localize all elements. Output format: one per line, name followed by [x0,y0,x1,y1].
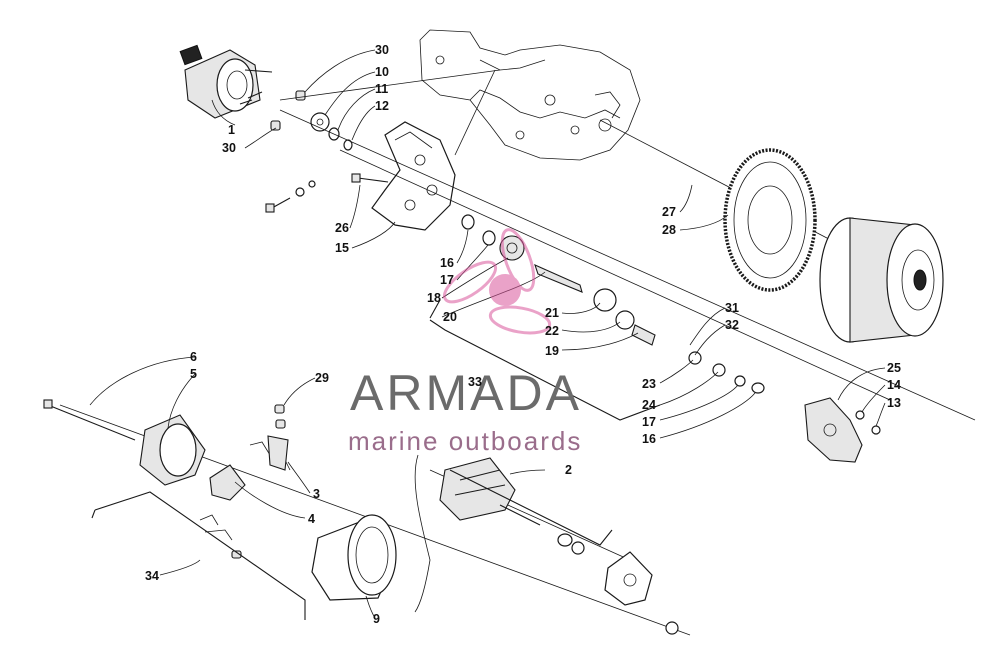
callout-31: 31 [725,301,739,315]
callout-30-top: 30 [375,43,389,57]
mounting-bracket [371,121,456,231]
callout-32: 32 [725,318,739,332]
propeller-blade-3 [488,305,552,335]
callout-21: 21 [545,306,559,320]
clutch-drum [819,217,944,343]
callout-16-lower: 16 [642,432,656,446]
callout-25: 25 [887,361,901,375]
callout-5: 5 [190,367,197,381]
callout-labels: 30 10 11 12 1 30 26 15 16 17 18 20 21 22… [145,43,901,626]
callout-34: 34 [145,569,159,583]
callout-17-upper: 17 [440,273,454,287]
callout-9: 9 [373,612,380,626]
group-brackets [91,299,661,620]
watermark-tagline: marine outboards [348,426,582,456]
callout-6: 6 [190,350,197,364]
callout-22: 22 [545,324,559,338]
callout-15: 15 [335,241,349,255]
watermark-brand-name: ARMADA [350,365,582,421]
callout-17-lower: 17 [642,415,656,429]
engine-block [419,29,641,161]
callout-12: 12 [375,99,389,113]
assembly-axis-lines [59,69,976,636]
drive-gear-parts [461,214,656,346]
starter-small-parts [270,90,353,151]
callout-13: 13 [887,396,901,410]
end-housing [688,351,881,463]
ring-sprocket [723,148,817,292]
armada-logo [442,228,552,335]
callout-23: 23 [642,377,656,391]
callout-18: 18 [427,291,441,305]
frame-housing [311,514,397,601]
callout-4: 4 [308,512,315,526]
callout-19: 19 [545,344,559,358]
callout-16-upper: 16 [440,256,454,270]
callout-29: 29 [315,371,329,385]
armature [439,457,585,555]
callout-26: 26 [335,221,349,235]
terminal-parts [199,404,291,559]
callout-28: 28 [662,223,676,237]
callout-2: 2 [565,463,572,477]
callout-33: 33 [468,375,482,389]
callout-1: 1 [228,123,235,137]
callout-10: 10 [375,65,389,79]
callout-24: 24 [642,398,656,412]
propeller-blade-1 [442,260,498,304]
callout-27: 27 [662,205,676,219]
callout-20: 20 [443,310,457,324]
brush-assembly [43,399,246,501]
callout-30-bottom: 30 [222,141,236,155]
callout-14: 14 [887,378,901,392]
callout-3: 3 [313,487,320,501]
callout-11: 11 [375,82,388,96]
propeller-blade-2 [500,228,536,292]
end-plate [604,551,679,635]
starter-motor [179,44,273,119]
propeller-hub [489,274,521,306]
bracket-bolts [265,173,389,213]
